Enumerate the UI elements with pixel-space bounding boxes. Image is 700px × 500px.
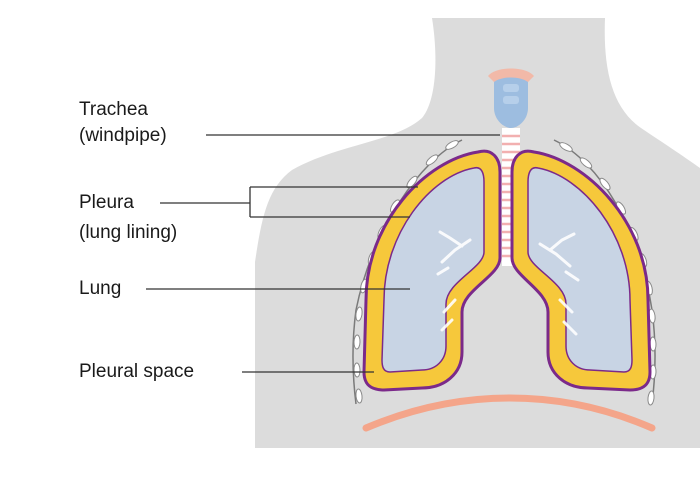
pleura-label-line1: Pleura bbox=[79, 192, 134, 213]
leader-lines bbox=[146, 134, 500, 373]
pleura-label-line2: (lung lining) bbox=[79, 222, 178, 243]
diaphragm bbox=[362, 394, 656, 432]
trachea-label-line1: Trachea bbox=[79, 99, 148, 120]
right-lung bbox=[510, 149, 652, 392]
pleura-label: Pleura (lung lining) bbox=[79, 192, 177, 244]
left-lung bbox=[362, 149, 502, 392]
trachea-label-line2: (windpipe) bbox=[79, 125, 167, 146]
trachea-label: Trachea (windpipe) bbox=[79, 99, 167, 147]
lung-label: Lung bbox=[79, 278, 122, 299]
pleura-leader-line bbox=[160, 186, 418, 218]
throat-detail bbox=[488, 68, 534, 128]
pleural-space-label: Pleural space bbox=[79, 361, 195, 382]
